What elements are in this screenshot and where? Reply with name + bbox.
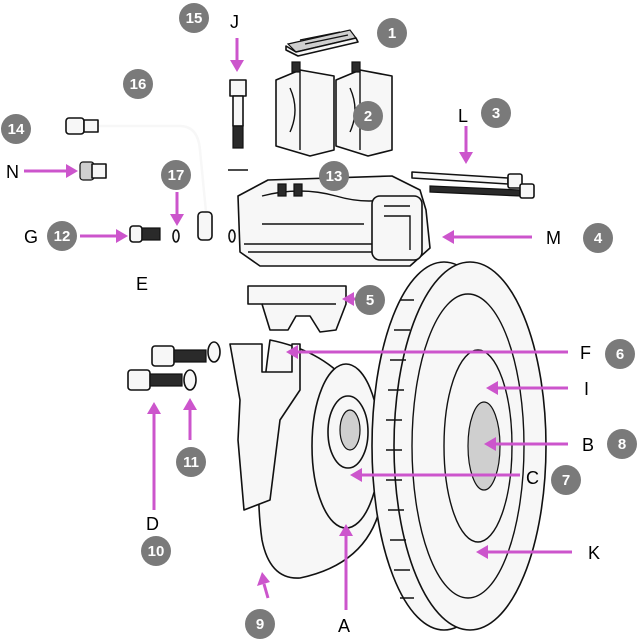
badge-15: 15 xyxy=(179,3,209,33)
badge-9: 9 xyxy=(245,609,275,639)
svg-text:5: 5 xyxy=(366,292,374,309)
badge-5: 5 xyxy=(355,285,385,315)
svg-text:10: 10 xyxy=(148,543,165,560)
callout-arrows xyxy=(24,38,572,610)
badge-17: 17 xyxy=(161,160,191,190)
badge-13: 13 xyxy=(319,161,349,191)
pad-shim xyxy=(285,29,359,57)
letter-labels: J L N G E M F I B C D K A xyxy=(6,12,600,636)
svg-text:9: 9 xyxy=(256,616,264,633)
label-i: I xyxy=(584,379,589,399)
svg-text:13: 13 xyxy=(326,168,343,185)
svg-text:11: 11 xyxy=(183,454,199,471)
caliper-bracket xyxy=(247,285,347,333)
wheel-hub xyxy=(311,363,381,529)
svg-text:7: 7 xyxy=(562,472,570,489)
svg-text:2: 2 xyxy=(364,108,372,125)
mounting-bolts xyxy=(127,341,221,391)
label-e: E xyxy=(136,274,148,294)
svg-text:16: 16 xyxy=(130,76,147,93)
brake-hose xyxy=(65,117,213,241)
label-g: G xyxy=(24,227,38,247)
slide-pins-l xyxy=(411,171,535,199)
badge-2: 2 xyxy=(353,101,383,131)
badge-3: 3 xyxy=(481,98,511,128)
label-l: L xyxy=(458,106,468,126)
badge-14: 14 xyxy=(1,114,31,144)
brake-rotor xyxy=(371,261,547,631)
label-n: N xyxy=(6,162,19,182)
svg-text:6: 6 xyxy=(616,346,624,363)
svg-text:3: 3 xyxy=(492,105,500,122)
badge-6: 6 xyxy=(605,339,635,369)
badge-1: 1 xyxy=(377,18,407,48)
bleeder-screw xyxy=(79,161,107,181)
svg-text:4: 4 xyxy=(594,230,603,247)
banjo-bolt xyxy=(129,225,236,243)
caliper-body xyxy=(237,175,431,267)
badge-10: 10 xyxy=(141,536,171,566)
label-m: M xyxy=(546,228,561,248)
label-c: C xyxy=(526,468,539,488)
label-a: A xyxy=(338,616,350,636)
badge-8: 8 xyxy=(607,429,637,459)
label-k: K xyxy=(588,543,600,563)
number-badges: 1 2 3 4 5 6 7 8 9 10 11 12 13 14 15 16 1… xyxy=(1,3,637,639)
caliper-bolt-j xyxy=(228,79,248,171)
brake-pads xyxy=(275,61,393,157)
svg-text:17: 17 xyxy=(168,167,185,184)
svg-text:14: 14 xyxy=(8,121,25,138)
label-j: J xyxy=(230,12,239,32)
label-f: F xyxy=(580,343,591,363)
svg-text:8: 8 xyxy=(618,436,626,453)
badge-4: 4 xyxy=(583,223,613,253)
badge-11: 11 xyxy=(176,447,206,477)
badge-7: 7 xyxy=(551,465,581,495)
label-d: D xyxy=(146,514,159,534)
svg-text:12: 12 xyxy=(54,228,71,245)
svg-text:15: 15 xyxy=(186,10,203,27)
badge-16: 16 xyxy=(123,69,153,99)
label-b: B xyxy=(582,435,594,455)
badge-12: 12 xyxy=(47,221,77,251)
svg-text:1: 1 xyxy=(388,25,396,42)
